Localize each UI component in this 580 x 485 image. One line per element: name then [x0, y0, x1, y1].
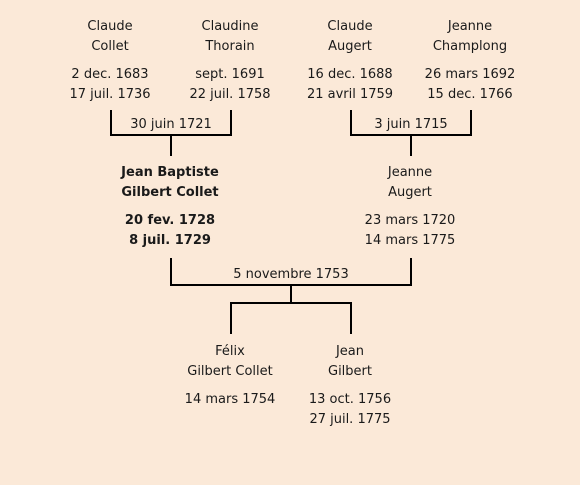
- death-date: 27 juil. 1775: [309, 412, 391, 427]
- first-name: Claude: [87, 19, 133, 34]
- connector-line: [470, 110, 472, 136]
- birth-date: 23 mars 1720: [364, 213, 456, 228]
- last-name: Collet: [91, 39, 129, 54]
- death-date: 15 dec. 1766: [427, 87, 513, 102]
- first-name: Claudine: [201, 19, 259, 34]
- person-claude-augert: Claude Augert 16 dec. 1688 21 avril 1759: [280, 17, 420, 105]
- last-name: Gilbert: [328, 364, 372, 379]
- birth-date: 16 dec. 1688: [307, 67, 393, 82]
- connector-line: [110, 110, 112, 136]
- first-name: Jean: [335, 344, 365, 359]
- connector-line: [230, 302, 232, 334]
- person-jeanne-champlong: Jeanne Champlong 26 mars 1692 15 dec. 17…: [400, 17, 540, 105]
- first-name: Jean Baptiste: [121, 165, 219, 180]
- connector-line: [410, 134, 412, 156]
- person-claudine-thorain: Claudine Thorain sept. 1691 22 juil. 175…: [160, 17, 300, 105]
- person-claude-collet: Claude Collet 2 dec. 1683 17 juil. 1736: [40, 17, 180, 105]
- death-date: 21 avril 1759: [306, 87, 394, 102]
- last-name: Augert: [328, 39, 372, 54]
- first-name: Jeanne: [447, 19, 493, 34]
- connector-line: [410, 258, 412, 286]
- death-date: 17 juil. 1736: [69, 87, 151, 102]
- marriage-date-augert-champlong: 3 juin 1715: [361, 116, 461, 134]
- connector-line: [350, 110, 352, 136]
- birth-date: 2 dec. 1683: [71, 67, 149, 82]
- connector-line: [290, 284, 292, 304]
- birth-date: sept. 1691: [195, 67, 265, 82]
- person-jean-baptiste: Jean Baptiste Gilbert Collet 20 fev. 172…: [100, 163, 240, 251]
- first-name: Jeanne: [387, 165, 433, 180]
- first-name: Claude: [327, 19, 373, 34]
- connector-line: [170, 134, 172, 156]
- last-name: Gilbert Collet: [187, 364, 273, 379]
- marriage-date-gilbert-augert: 5 novembre 1753: [216, 266, 366, 284]
- last-name: Gilbert Collet: [121, 185, 219, 200]
- connector-line: [230, 302, 352, 304]
- person-jeanne-augert: Jeanne Augert 23 mars 1720 14 mars 1775: [340, 163, 480, 251]
- death-date: 14 mars 1775: [364, 233, 456, 248]
- connector-line: [230, 110, 232, 136]
- first-name: Félix: [215, 344, 245, 359]
- death-date: 8 juil. 1729: [129, 233, 211, 248]
- death-date: 22 juil. 1758: [189, 87, 271, 102]
- birth-date: 14 mars 1754: [184, 392, 276, 407]
- last-name: Augert: [388, 185, 432, 200]
- person-jean-gilbert: Jean Gilbert 13 oct. 1756 27 juil. 1775: [280, 342, 420, 430]
- marriage-date-collet-thorain: 30 juin 1721: [121, 116, 221, 134]
- last-name: Champlong: [432, 39, 508, 54]
- person-felix: Félix Gilbert Collet 14 mars 1754: [160, 342, 300, 410]
- last-name: Thorain: [205, 39, 255, 54]
- birth-date: 13 oct. 1756: [308, 392, 392, 407]
- connector-line: [170, 258, 172, 286]
- birth-date: 20 fev. 1728: [124, 213, 216, 228]
- birth-date: 26 mars 1692: [424, 67, 516, 82]
- connector-line: [350, 302, 352, 334]
